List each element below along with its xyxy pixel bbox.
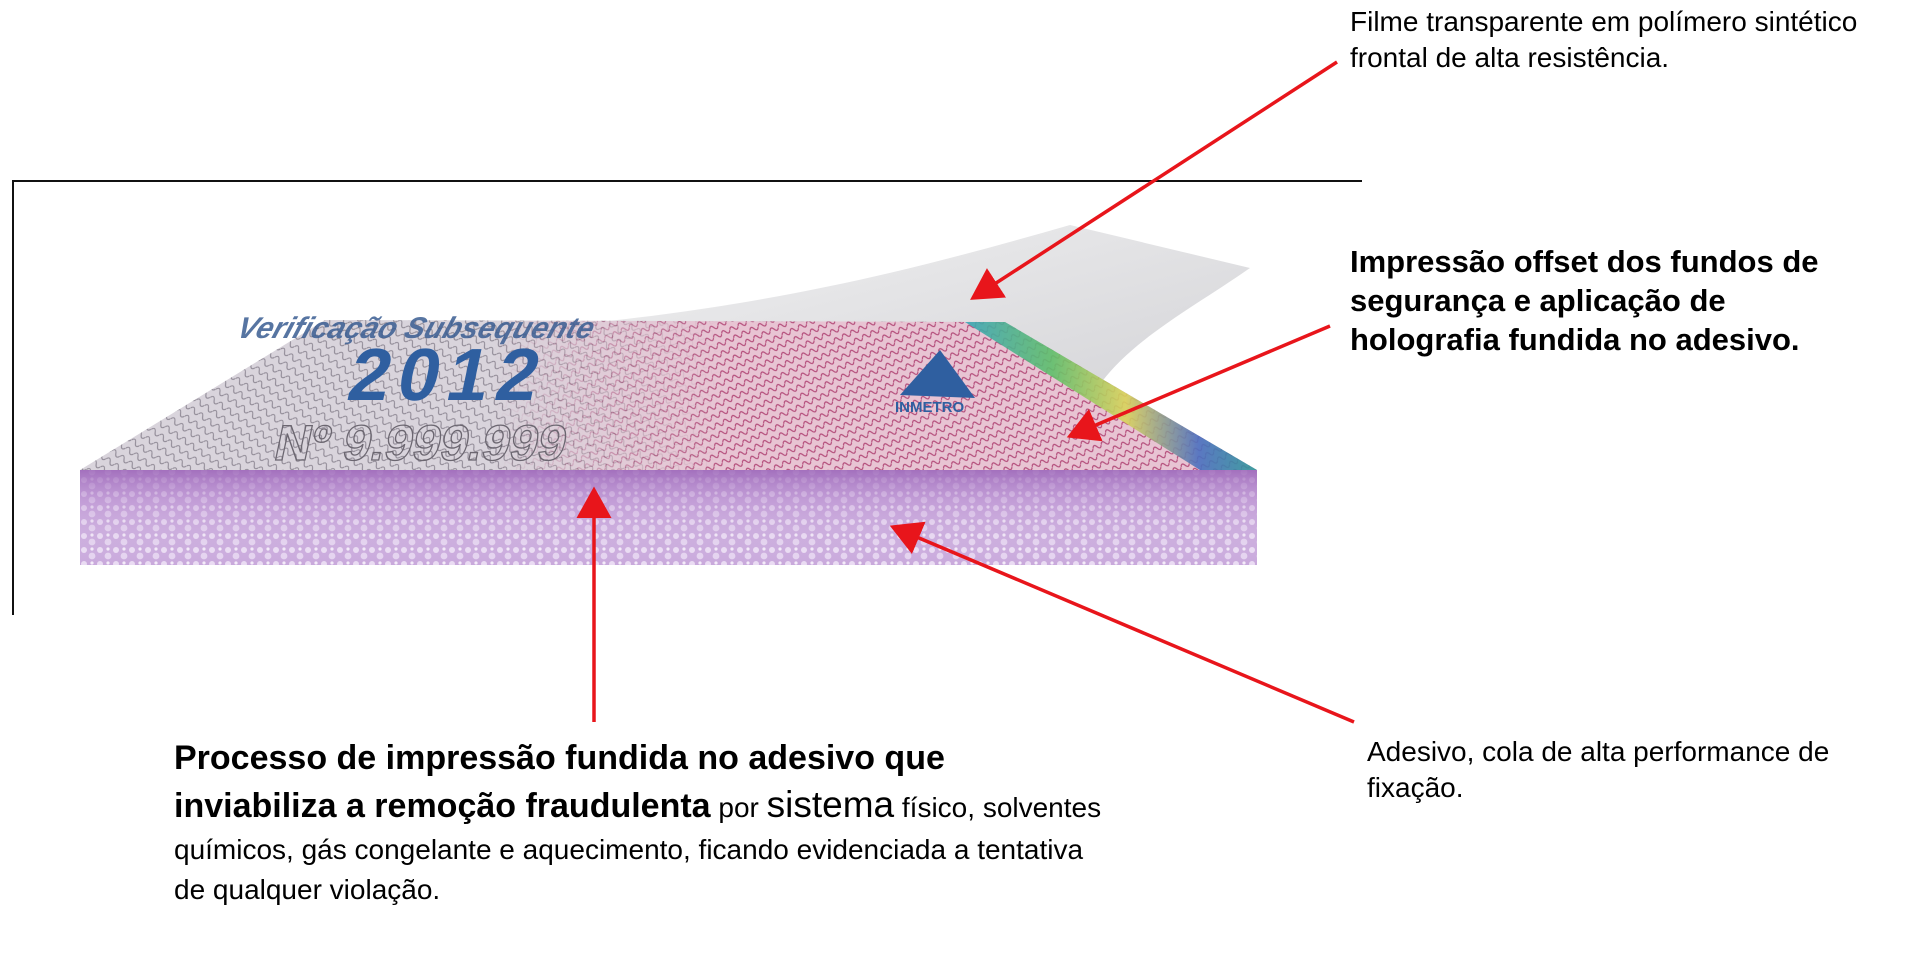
annotation-arrows	[576, 60, 1355, 724]
arrow-offset	[1066, 324, 1331, 442]
label-process-big: sistema	[766, 784, 895, 825]
stamp-year: 2012	[342, 333, 556, 416]
label-process-text1: por	[710, 792, 767, 823]
stamp-texts: Verificação Subsequente 2012 Nº 9.999.99…	[233, 311, 965, 472]
label-film: Filme transparente em polímero sintético…	[1350, 6, 1858, 73]
label-adhesive: Adesivo, cola de alta performance de fix…	[1367, 736, 1830, 803]
arrow-adhesive	[889, 521, 1355, 724]
transparent-film	[600, 225, 1250, 400]
frame-top-line	[12, 180, 1362, 182]
stamp-brand: INMETRO	[895, 399, 964, 416]
label-process-bold: Processo de impressão fundida no adesivo…	[174, 739, 945, 825]
inmetro-logo	[900, 350, 975, 398]
label-offset-print: Impressão offset dos fundos de segurança…	[1350, 244, 1819, 357]
printed-security-layer	[80, 320, 1257, 470]
frame-left-line	[12, 180, 14, 615]
hologram-strip	[965, 322, 1257, 470]
arrow-film	[970, 60, 1338, 300]
stamp-heading: Verificação Subsequente	[233, 311, 600, 345]
adhesive-layer	[80, 470, 1257, 565]
label-fused-print-process: Processo de impressão fundida no adesivo…	[174, 734, 1114, 910]
label-process-text2: físico, solventes químicos, gás congelan…	[174, 792, 1102, 905]
stamp-serial: Nº 9.999.999	[270, 415, 573, 471]
